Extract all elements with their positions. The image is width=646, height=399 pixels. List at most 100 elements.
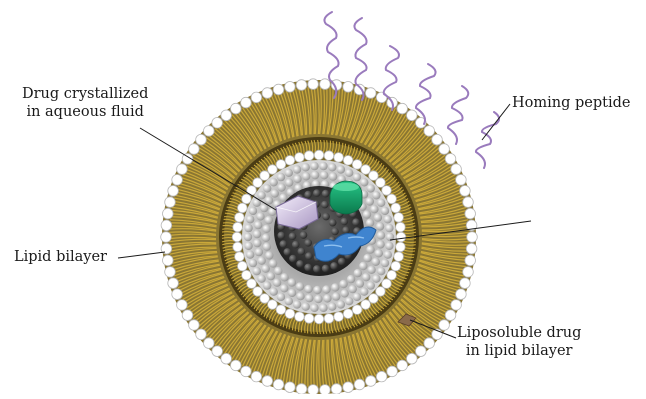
aqueous-bead xyxy=(256,212,264,220)
outer-head-group xyxy=(262,88,273,99)
aqueous-bead xyxy=(280,284,288,292)
inner-head-group xyxy=(276,160,286,170)
label-liposoluble-drug: Liposoluble drug in lipid bilayer xyxy=(457,324,581,360)
outer-head-group xyxy=(177,300,188,311)
aqueous-bead xyxy=(293,175,301,183)
aqueous-dark-bead xyxy=(284,248,292,256)
inner-head-group xyxy=(314,314,324,324)
aqueous-bead xyxy=(319,304,327,312)
label-lipid-bilayer: Lipid bilayer xyxy=(14,248,107,266)
outer-head-group xyxy=(456,175,467,186)
outer-head-group xyxy=(308,385,319,394)
inner-head-group xyxy=(352,160,362,170)
outer-head-group xyxy=(439,144,450,155)
aqueous-dark-bead xyxy=(331,228,339,236)
aqueous-bead xyxy=(244,224,252,232)
outer-head-group xyxy=(397,103,408,114)
outer-head-group xyxy=(241,97,252,108)
aqueous-bead xyxy=(367,281,375,289)
aqueous-dark-bead xyxy=(298,248,306,256)
aqueous-bead xyxy=(277,183,285,191)
outer-head-group xyxy=(251,371,262,382)
aqueous-bead xyxy=(285,178,293,186)
label-lipid-bilayer-text: Lipid bilayer xyxy=(14,249,107,265)
aqueous-bead xyxy=(302,172,310,180)
aqueous-bead xyxy=(253,230,261,238)
outer-head-group xyxy=(445,154,456,165)
inner-head-group xyxy=(376,178,386,188)
inner-head-group xyxy=(361,300,371,310)
aqueous-dark-bead xyxy=(321,201,329,209)
aqueous-bead xyxy=(246,215,254,223)
outer-head-group xyxy=(296,80,307,91)
outer-head-group xyxy=(204,338,215,349)
inner-head-group xyxy=(334,153,344,163)
outer-head-group xyxy=(296,384,307,394)
inner-head-group xyxy=(304,314,314,324)
outer-head-group xyxy=(456,289,467,300)
aqueous-dark-bead xyxy=(341,218,349,226)
inner-head-group xyxy=(235,213,245,223)
aqueous-bead xyxy=(367,266,375,274)
aqueous-bead xyxy=(320,171,328,179)
aqueous-dark-bead xyxy=(322,265,330,273)
aqueous-bead xyxy=(296,282,304,290)
aqueous-bead xyxy=(353,293,361,301)
aqueous-bead xyxy=(302,303,310,311)
inner-head-group xyxy=(233,222,243,232)
aqueous-bead xyxy=(288,278,296,286)
outer-head-group xyxy=(161,220,172,231)
inner-head-group xyxy=(295,312,305,322)
outer-head-group xyxy=(354,379,365,390)
label-drug-crystallized: Drug crystallized in aqueous fluid xyxy=(22,85,148,121)
label-drug-crystallized-line1: Drug crystallized xyxy=(22,85,148,103)
outer-head-group xyxy=(165,197,176,208)
inner-head-group xyxy=(276,305,286,315)
inner-head-group xyxy=(268,165,278,175)
aqueous-bead xyxy=(285,297,293,305)
aqueous-bead xyxy=(254,221,262,229)
aqueous-dark-bead xyxy=(313,189,321,197)
aqueous-bead xyxy=(249,207,257,215)
aqueous-bead xyxy=(273,279,281,287)
outer-head-group xyxy=(424,126,435,137)
inner-head-group xyxy=(382,186,392,196)
aqueous-bead xyxy=(244,233,252,241)
aqueous-bead xyxy=(367,184,375,192)
outer-head-group xyxy=(432,134,443,145)
inner-head-group xyxy=(295,153,305,163)
inner-head-group xyxy=(361,165,371,175)
aqueous-dark-bead xyxy=(304,264,312,272)
inner-head-group xyxy=(285,156,295,166)
aqueous-bead xyxy=(310,304,318,312)
outer-head-group xyxy=(231,103,242,114)
outer-head-group xyxy=(416,346,427,357)
aqueous-dark-bead xyxy=(352,218,360,226)
outer-head-group xyxy=(221,353,232,364)
outer-head-group xyxy=(343,382,354,393)
inner-head-group xyxy=(324,314,334,324)
outer-head-group xyxy=(161,232,172,243)
outer-head-group xyxy=(308,79,319,90)
aqueous-bead xyxy=(270,178,278,186)
aqueous-bead xyxy=(359,262,367,270)
aqueous-bead xyxy=(257,191,265,199)
aqueous-dark-bead xyxy=(313,265,321,273)
inner-head-group xyxy=(369,294,379,304)
aqueous-bead xyxy=(274,267,282,275)
outer-head-group xyxy=(165,267,176,278)
leader-homing-peptide xyxy=(482,104,510,140)
aqueous-bead xyxy=(304,285,312,293)
outer-head-group xyxy=(189,144,200,155)
outer-head-group xyxy=(467,232,478,243)
aqueous-bead xyxy=(377,231,385,239)
outer-head-group xyxy=(163,255,174,266)
aqueous-dark-bead xyxy=(304,191,312,199)
aqueous-dark-bead xyxy=(322,190,330,198)
outer-head-group xyxy=(407,110,418,121)
aqueous-bead xyxy=(366,219,374,227)
aqueous-bead xyxy=(356,279,364,287)
aqueous-bead xyxy=(255,248,263,256)
aqueous-bead xyxy=(253,267,261,275)
aqueous-bead xyxy=(345,169,353,177)
